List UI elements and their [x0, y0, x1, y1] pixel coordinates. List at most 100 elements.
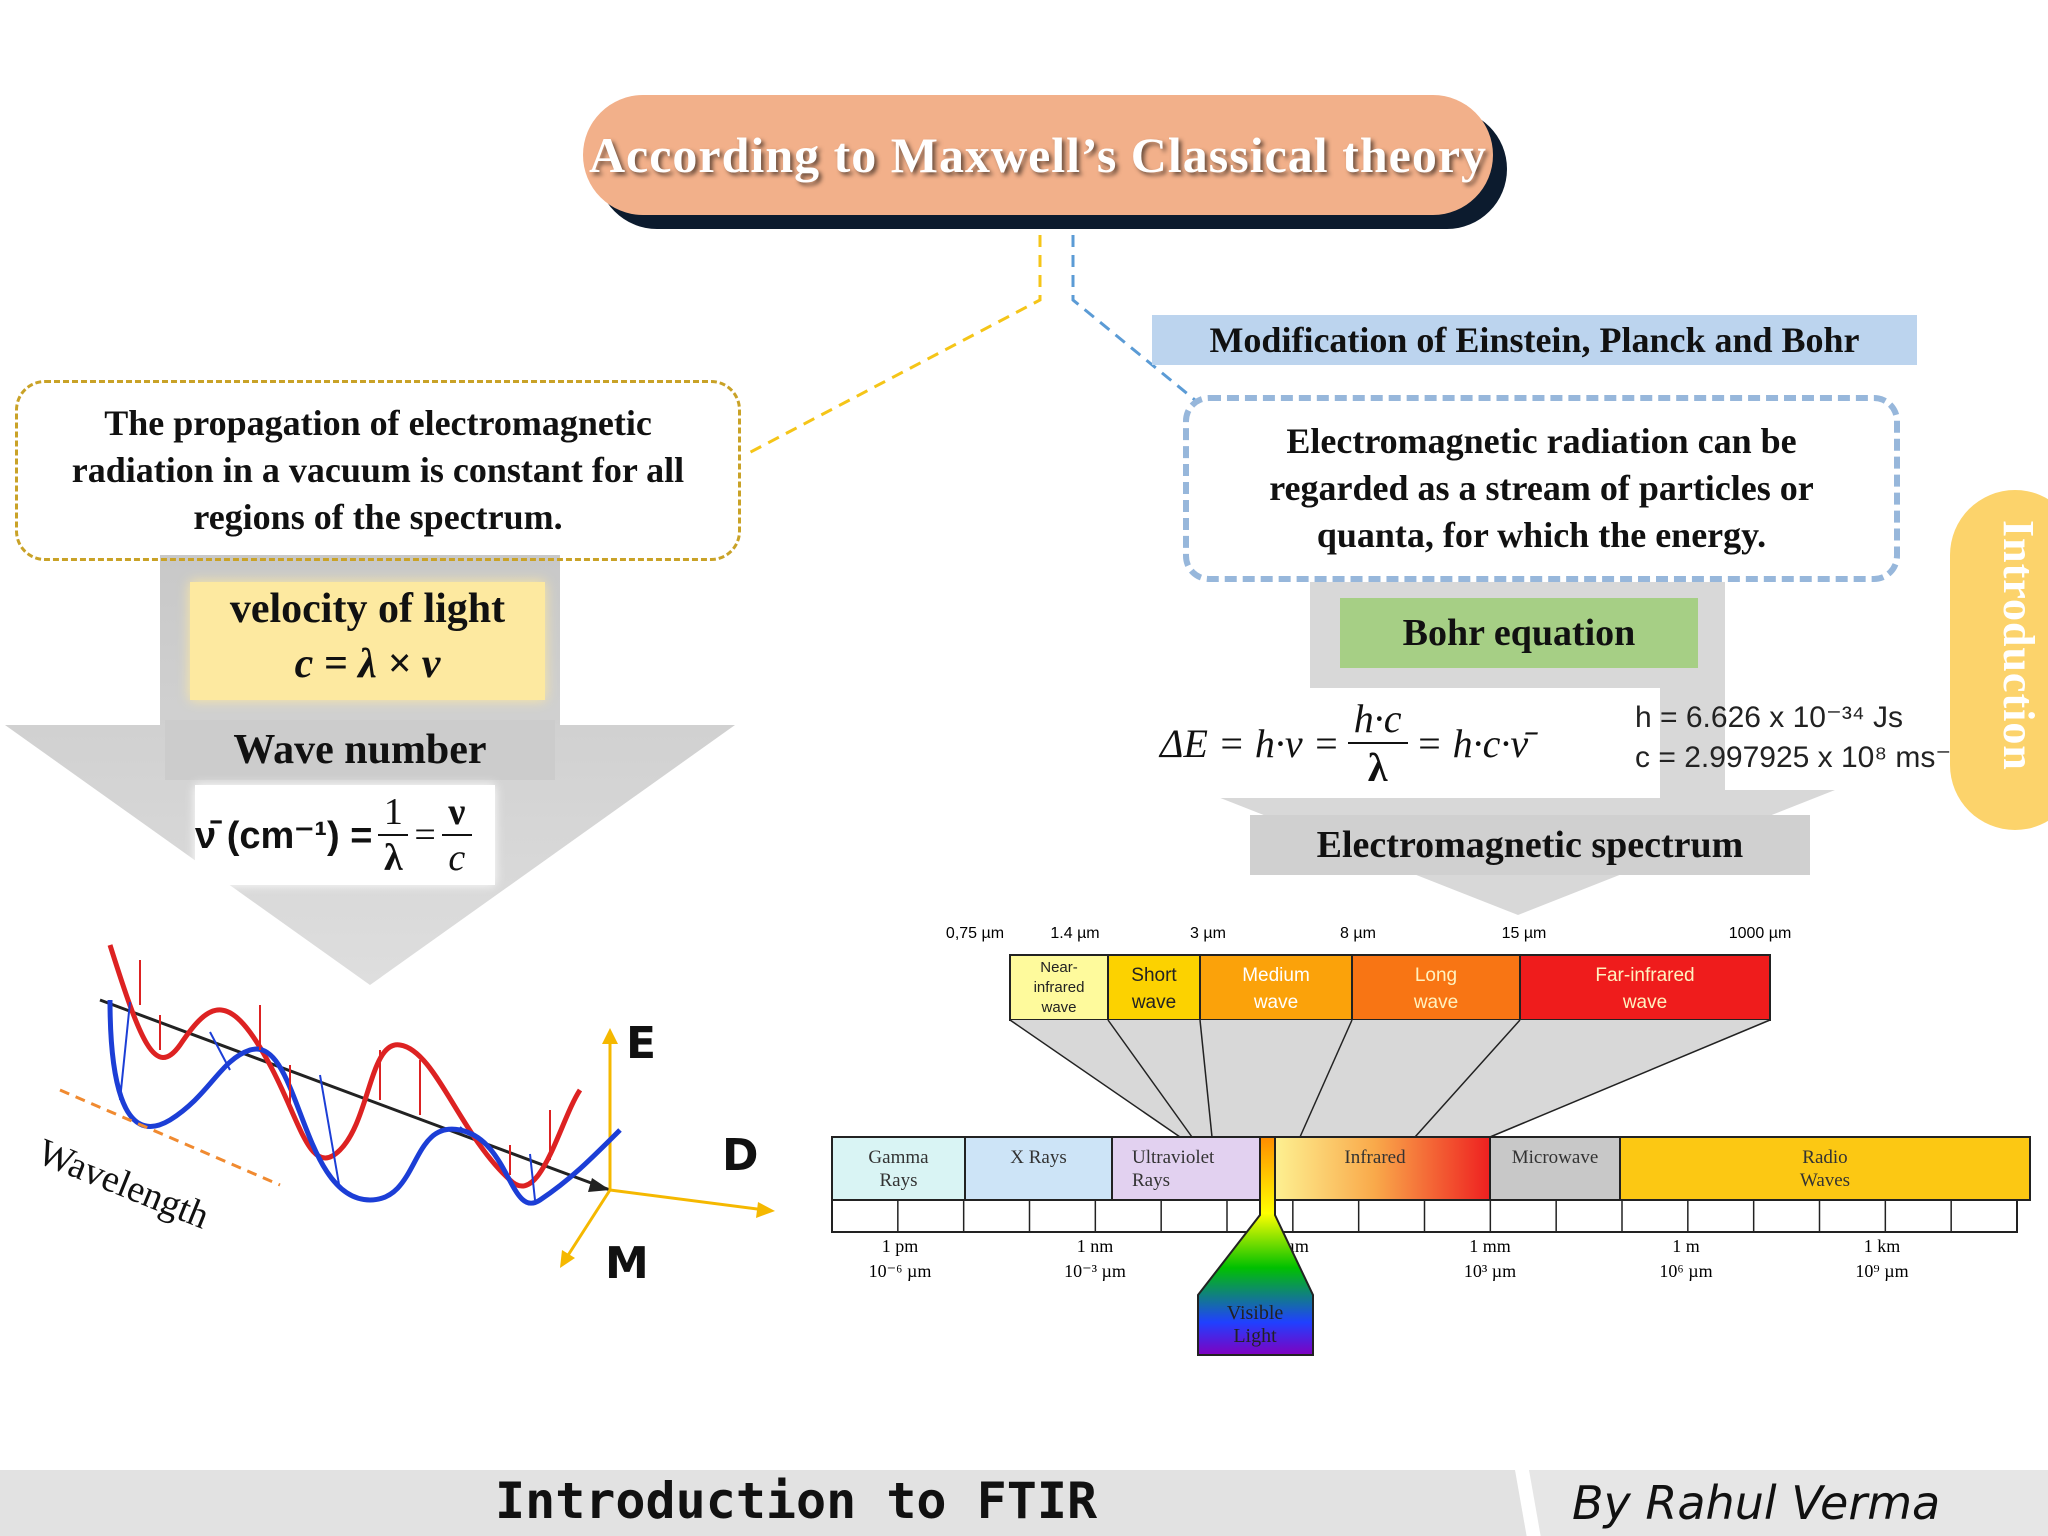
velocity-equation: c = λ × ν — [294, 641, 441, 687]
ir-band-label: wave — [1622, 992, 1667, 1013]
visible-label: Visible — [1227, 1302, 1284, 1324]
modification-label: Modification of Einstein, Planck and Boh… — [1152, 315, 1917, 365]
ir-band-label: Near- — [1040, 959, 1078, 976]
fan-line — [1299, 1019, 1353, 1138]
maxwell-statement-box: The propagation of electromagnetic radia… — [15, 380, 741, 561]
scale-label-top: 1 km — [1864, 1236, 1901, 1256]
fan-line — [1009, 1019, 1181, 1138]
ir-tick-label: 1000 µm — [1729, 925, 1792, 942]
em-label-text: Electromagnetic spectrum — [1316, 824, 1744, 866]
ir-tick-label: 1.4 µm — [1050, 925, 1099, 942]
bohr-lhs: ΔE = h·ν = — [1160, 720, 1340, 766]
visible-label: Light — [1233, 1325, 1277, 1347]
quanta-statement: Electromagnetic radiation can be regarde… — [1269, 421, 1814, 555]
spectrum-band-label: Rays — [880, 1170, 918, 1191]
equals-sign: = — [414, 814, 436, 856]
bohr-formula: ΔE = h·ν = h·c λ = h·c·ν̄ — [1160, 688, 1660, 798]
right-connector — [1071, 235, 1196, 402]
frac-2: ν c — [441, 790, 472, 880]
ir-band-label: wave — [1413, 992, 1458, 1013]
bohr-label-text: Bohr equation — [1402, 612, 1636, 654]
ir-band-label: Long — [1415, 965, 1457, 986]
ir-tick-labels: 0,75 µm 1.4 µm 3 µm 8 µm 15 µm 1000 µm — [946, 925, 1791, 942]
magnetic-wave — [107, 999, 622, 1206]
constant-h: h = 6.626 x 10⁻³⁴ Js — [1635, 701, 1904, 734]
fan-background — [1010, 1020, 1770, 1137]
wave-number-label: Wave number — [165, 720, 555, 780]
bohr-fraction: h·c λ — [1347, 695, 1408, 791]
em-spectrum-label: Electromagnetic spectrum — [1250, 815, 1810, 875]
fan-line — [1107, 1019, 1193, 1138]
frac-1: 1 λ — [378, 790, 409, 880]
axis-d-label: D — [722, 1130, 759, 1181]
ir-bands: Near-infraredwaveShortwaveMediumwaveLong… — [1009, 954, 1771, 1021]
ir-band-label: wave — [1131, 992, 1176, 1013]
frac1-den: λ — [384, 837, 403, 879]
wavelength-line — [59, 1088, 281, 1187]
ir-band — [1351, 954, 1521, 1021]
spectrum-band — [964, 1136, 1113, 1201]
ir-band-label: wave — [1253, 992, 1298, 1013]
spectrum-band-label: Microwave — [1512, 1147, 1599, 1168]
visible-light-shape — [1197, 1136, 1314, 1356]
footer-author: By Rahul Verma — [1572, 1476, 1941, 1530]
axis-e-label: E — [626, 1018, 657, 1069]
side-tab-label: Introduction — [1994, 520, 2043, 771]
spectrum-band — [1619, 1136, 2031, 1201]
maxwell-statement: The propagation of electromagnetic radia… — [71, 403, 685, 537]
page-title: According to Maxwell’s Classical theory — [588, 127, 1488, 183]
ir-band-label: Short — [1131, 965, 1177, 986]
ir-band — [1107, 954, 1201, 1021]
frac2-den: c — [448, 837, 466, 879]
scale-label-top: 1 nm — [1077, 1236, 1114, 1256]
ir-band — [1519, 954, 1771, 1021]
fan-line — [1414, 1019, 1521, 1138]
wave-number-formula: ν̄ (cm⁻¹) = 1 λ = ν c — [195, 785, 495, 885]
spectrum-band-label: Infrared — [1344, 1147, 1406, 1168]
scale-label-top: 1 mm — [1469, 1236, 1511, 1256]
scale-label-bottom: 10⁻³ µm — [1064, 1261, 1126, 1281]
spectrum-band-label: X Rays — [1010, 1147, 1066, 1168]
footer-title: Introduction to FTIR — [495, 1472, 1098, 1530]
spectrum-band — [1489, 1136, 1621, 1201]
quanta-statement-box: Electromagnetic radiation can be regarde… — [1183, 395, 1900, 582]
fan-line — [1199, 1019, 1213, 1138]
spectrum-band — [1111, 1136, 1261, 1201]
physical-constants: h = 6.626 x 10⁻³⁴ Js c = 2.997925 x 10⁸ … — [1635, 698, 1961, 778]
ir-tick-label: 8 µm — [1340, 925, 1376, 942]
bohr-frac-den: λ — [1367, 745, 1388, 790]
ir-tick-label: 0,75 µm — [946, 925, 1004, 942]
wave-number-lhs: ν̄ (cm⁻¹) = — [195, 814, 373, 857]
ir-band-label: wave — [1040, 999, 1076, 1016]
scale-label-bottom: 10³ µm — [1464, 1261, 1516, 1281]
wave-number-text: Wave number — [233, 727, 487, 773]
ir-tick-label: 3 µm — [1190, 925, 1226, 942]
ir-band-label: Far-infrared — [1595, 965, 1694, 986]
ir-band — [1009, 954, 1109, 1021]
side-tab[interactable] — [1950, 490, 2048, 830]
bohr-equation-label: Bohr equation — [1340, 598, 1698, 668]
constant-c: c = 2.997925 x 10⁸ ms⁻¹ — [1635, 741, 1962, 774]
ir-band-label: infrared — [1034, 979, 1085, 996]
wave-axes — [99, 998, 775, 1268]
bohr-frac-num: h·c — [1353, 696, 1402, 741]
spectrum-band-label: Radio — [1802, 1147, 1847, 1168]
velocity-title: velocity of light — [229, 586, 506, 632]
modification-text: Modification of Einstein, Planck and Boh… — [1209, 320, 1860, 360]
em-spectrum-diagram: 0,75 µm 1.4 µm 3 µm 8 µm 15 µm 1000 µm Near-i… — [831, 925, 2031, 1356]
ir-tick-label: 15 µm — [1502, 925, 1547, 942]
bohr-rhs: = h·c·ν̄ — [1415, 720, 1529, 766]
scale-label-bottom: 10⁹ µm — [1855, 1261, 1908, 1281]
em-wave-illustration — [59, 944, 775, 1268]
left-connector — [744, 235, 1042, 457]
magnetic-ticks — [119, 1001, 536, 1201]
ir-expansion-lines — [1009, 1019, 1771, 1138]
electric-ticks — [139, 960, 551, 1175]
scale-label-bottom: 10⁶ µm — [1659, 1261, 1712, 1281]
scale-label-top: 1 m — [1672, 1236, 1700, 1256]
scale-label-top: 1 pm — [882, 1236, 919, 1256]
axis-m-label: M — [605, 1238, 649, 1289]
